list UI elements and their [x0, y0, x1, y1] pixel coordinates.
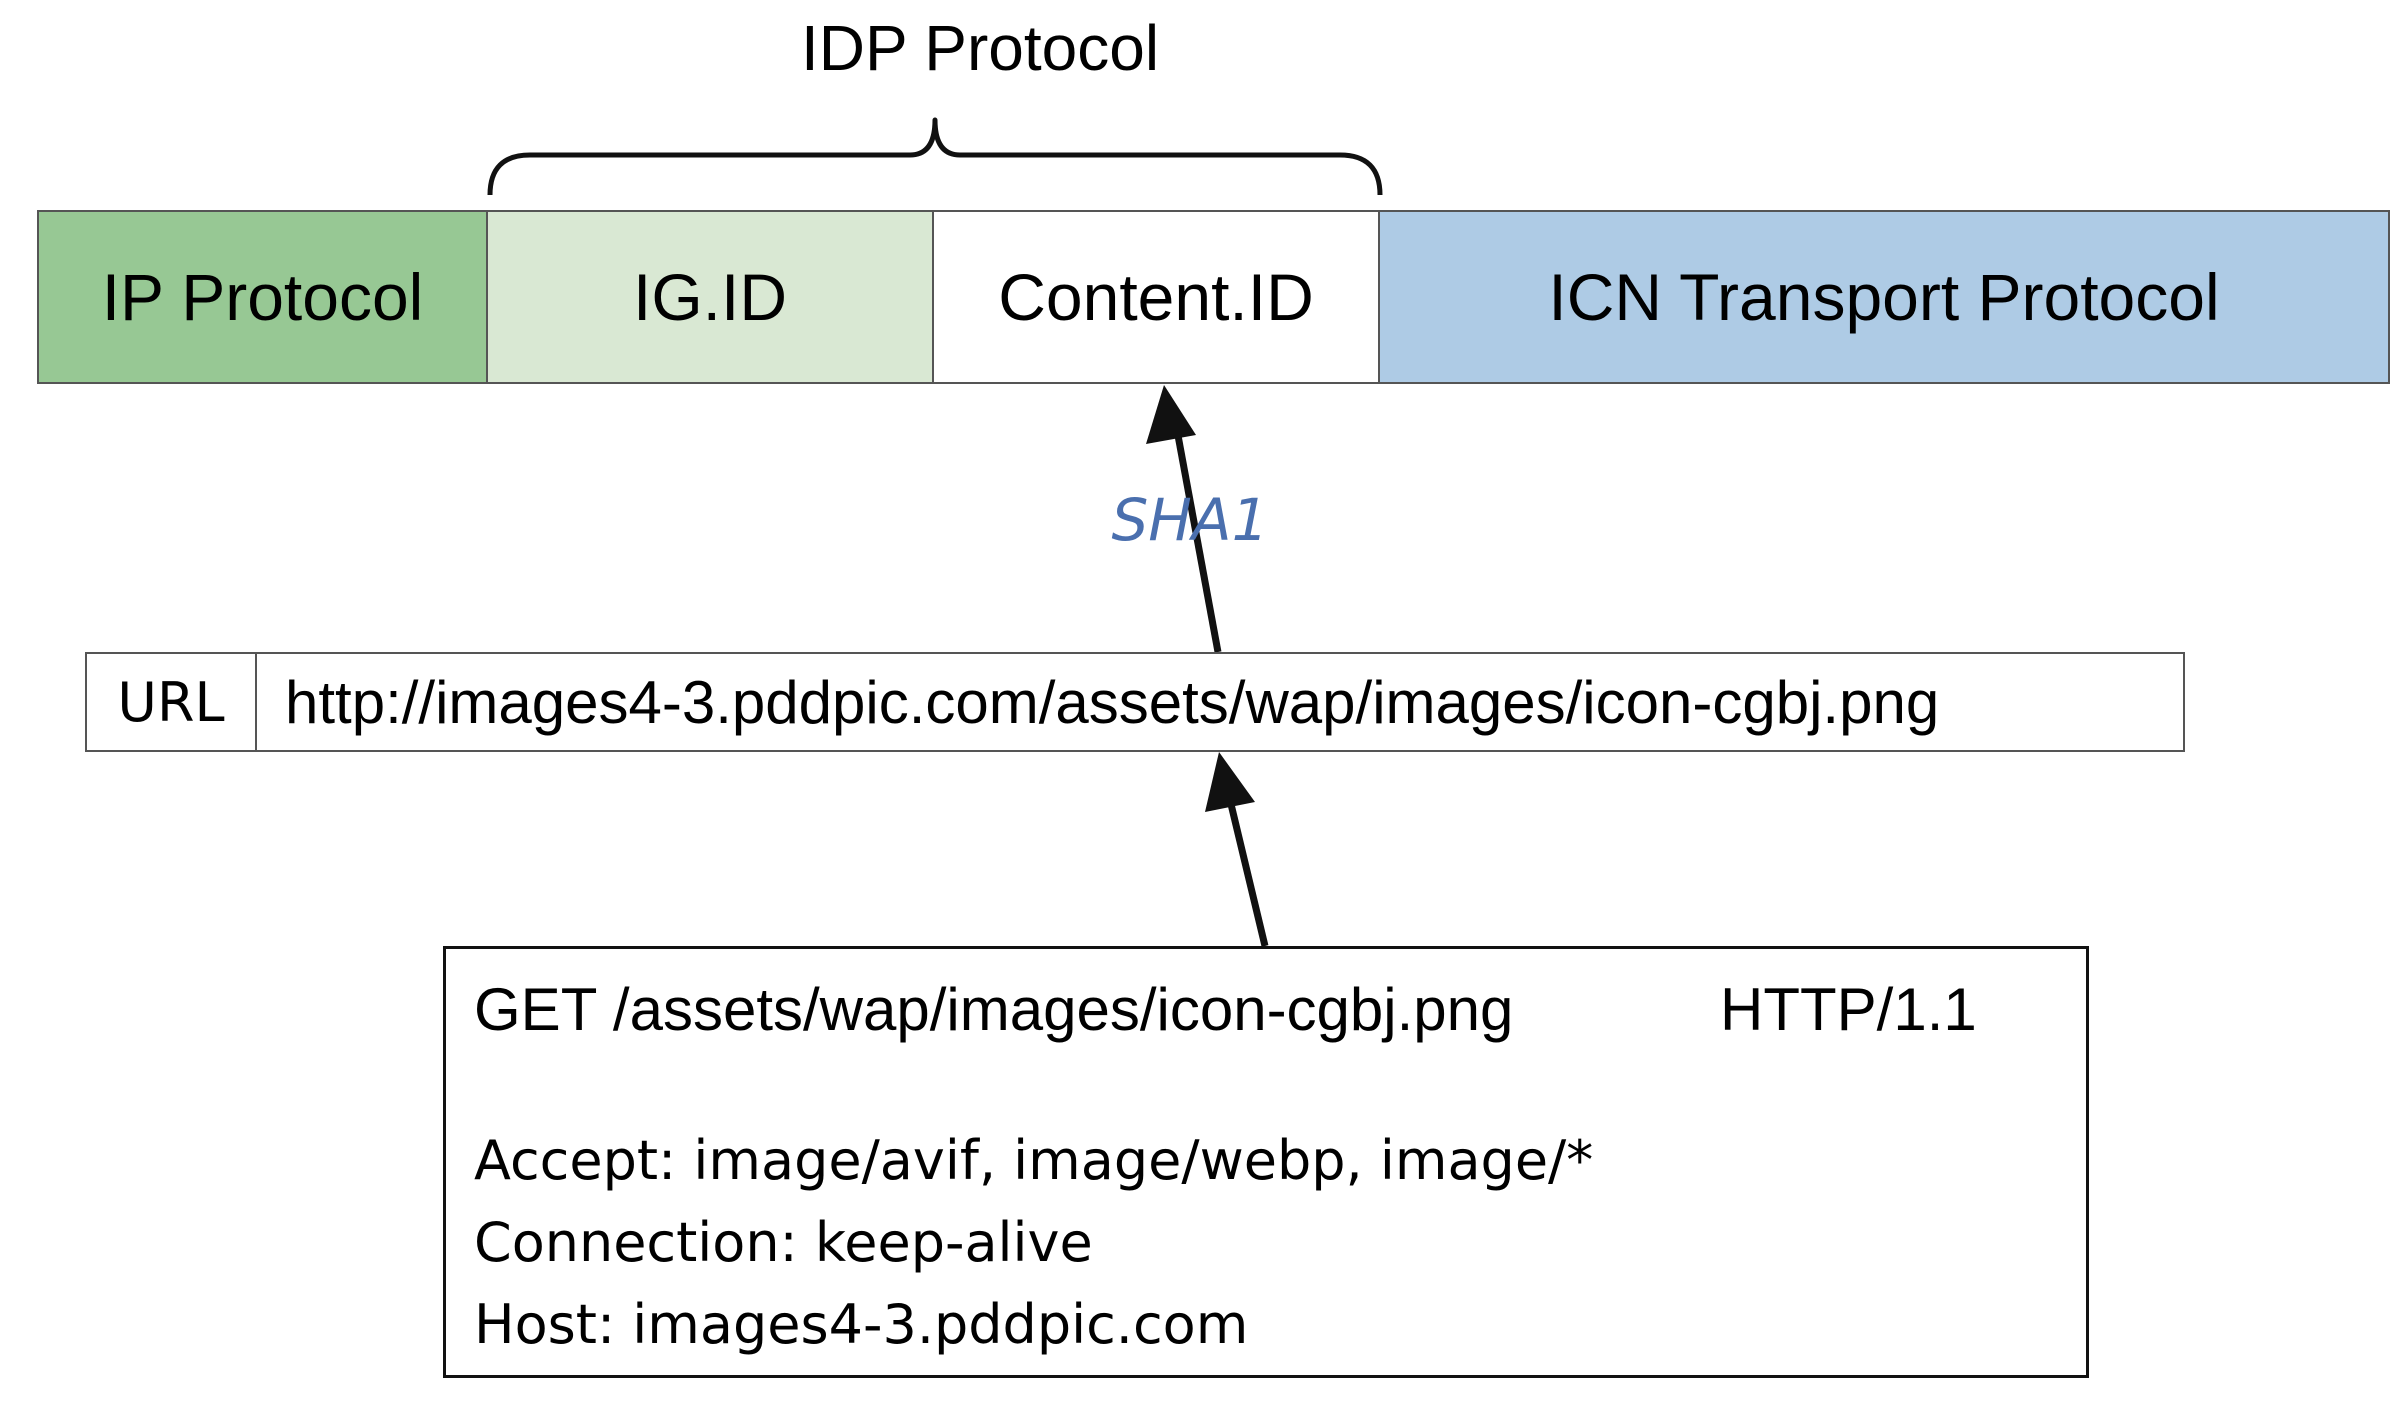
sha1-arrow: [1146, 385, 1222, 653]
ig-id-field: IG.ID: [486, 210, 934, 384]
request-spacer: [474, 1059, 2086, 1119]
idp-brace: [487, 117, 1383, 196]
request-version: HTTP/1.1: [1720, 975, 1977, 1043]
request-path: GET /assets/wap/images/icon-cgbj.png: [474, 975, 1514, 1043]
http-request-box: GET /assets/wap/images/icon-cgbj.png HTT…: [443, 946, 2089, 1378]
content-id-field: Content.ID: [932, 210, 1380, 384]
content-id-label: Content.ID: [998, 260, 1314, 334]
request-arrow: [1205, 752, 1269, 947]
icn-transport-label: ICN Transport Protocol: [1548, 260, 2220, 334]
url-value: http://images4-3.pddpic.com/assets/wap/i…: [285, 668, 1940, 736]
url-label: URL: [87, 654, 257, 750]
ip-protocol-label: IP Protocol: [101, 260, 424, 334]
ig-id-label: IG.ID: [632, 260, 787, 334]
idp-protocol-label: IDP Protocol: [800, 12, 1160, 84]
icn-transport-field: ICN Transport Protocol: [1378, 210, 2390, 384]
header-host: Host: images4-3.pddpic.com: [474, 1292, 1249, 1356]
url-box: URL http://images4-3.pddpic.com/assets/w…: [85, 652, 2185, 752]
sha1-label: SHA1: [1111, 486, 1269, 554]
ip-protocol-field: IP Protocol: [37, 210, 488, 384]
request-line: GET /assets/wap/images/icon-cgbj.png HTT…: [474, 959, 2086, 1059]
header-connection: Connection: keep-alive: [474, 1210, 1093, 1274]
header-accept: Accept: image/avif, image/webp, image/*: [474, 1128, 1594, 1192]
